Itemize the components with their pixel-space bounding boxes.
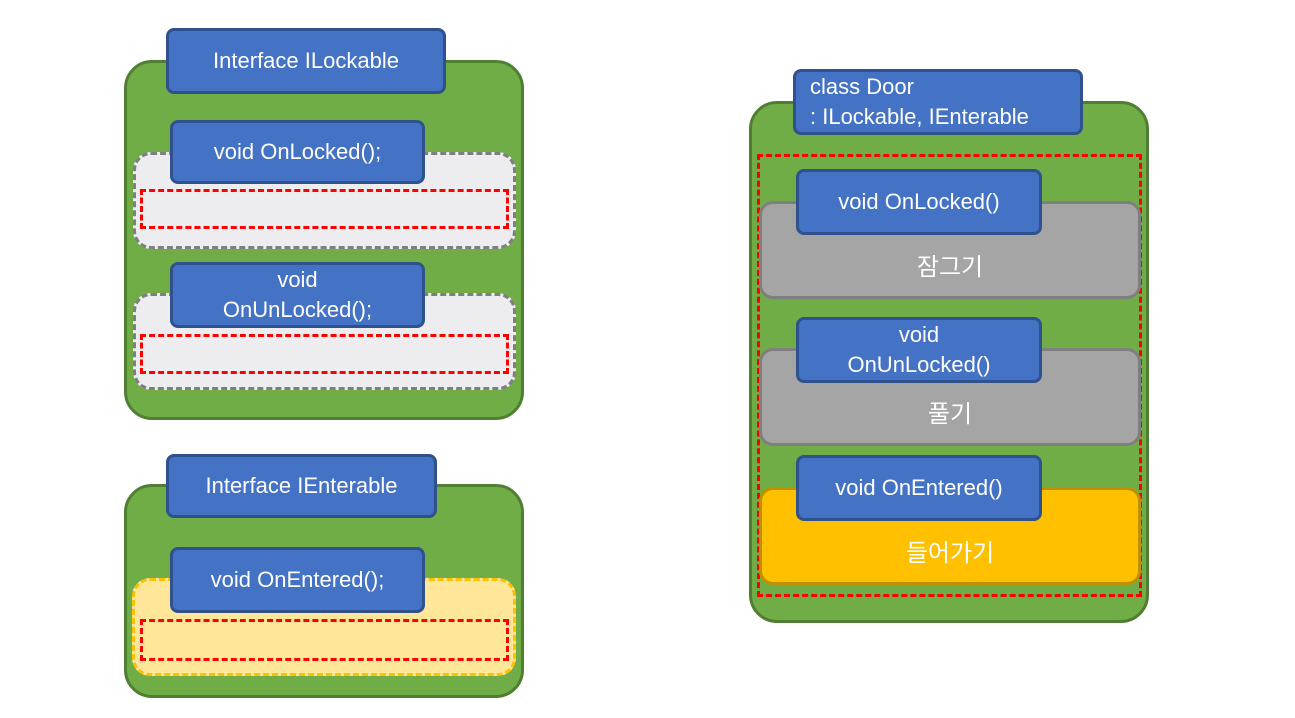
onlocked-declaration: void OnLocked(); — [170, 120, 425, 184]
onunlocked-empty-body — [140, 334, 509, 374]
door-onunlocked-body-text: 풀기 — [927, 400, 973, 428]
onentered-empty-body — [140, 619, 509, 661]
door-title-line1: class Door — [810, 74, 914, 99]
door-onentered-body-text: 들어가기 — [905, 539, 995, 567]
onunlocked-line1: void — [277, 267, 318, 292]
door-class-title: class Door : ILockable, IEnterable — [793, 69, 1083, 135]
door-onunlocked-line2: OnUnLocked() — [847, 352, 991, 377]
ienterable-title: Interface IEnterable — [166, 454, 437, 518]
door-onlocked-body-text: 잠그기 — [916, 253, 984, 281]
door-title-line2: : ILockable, IEnterable — [810, 104, 1029, 129]
ilockable-title: Interface ILockable — [166, 28, 446, 94]
door-onlocked-label: void OnLocked() — [796, 169, 1042, 235]
door-onunlocked-line1: void — [898, 322, 940, 347]
door-onunlocked-label: void OnUnLocked() — [796, 317, 1042, 383]
onunlocked-line2: OnUnLocked(); — [222, 297, 373, 322]
onunlocked-declaration: void OnUnLocked(); — [170, 262, 425, 328]
onlocked-empty-body — [140, 189, 509, 229]
onentered-declaration: void OnEntered(); — [170, 547, 425, 613]
door-onentered-label: void OnEntered() — [796, 455, 1042, 521]
